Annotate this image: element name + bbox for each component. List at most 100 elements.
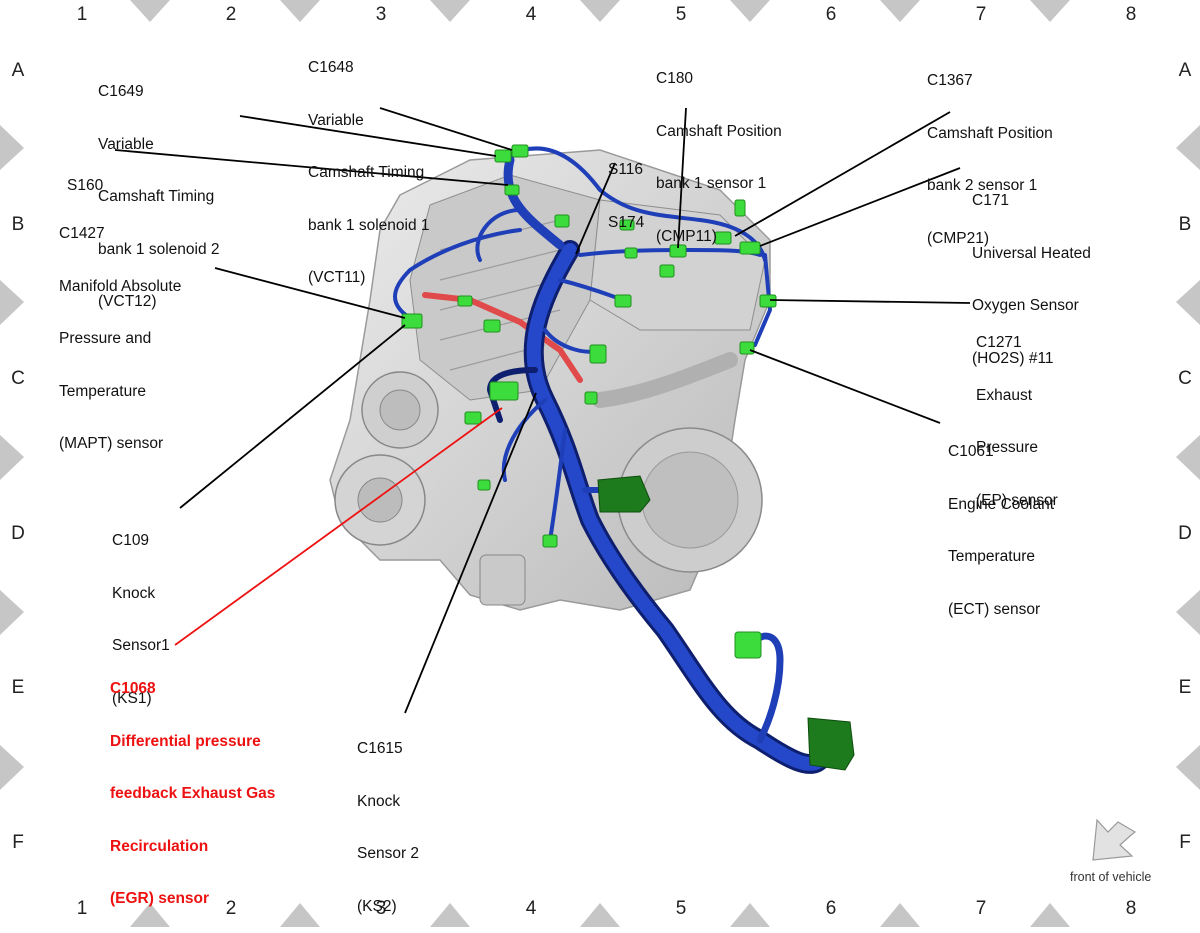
label-line: Temperature: [59, 382, 147, 400]
grid-col-top-8: 8: [1125, 4, 1137, 25]
label-line: C1648: [308, 59, 354, 76]
label-line: C1061: [948, 443, 994, 460]
grid-row-left-d: D: [11, 523, 25, 544]
grid-col-bottom-6: 6: [825, 898, 837, 919]
label-line: Temperature: [948, 548, 1036, 565]
label-line: (KS2): [357, 897, 397, 915]
label-line: C1271: [976, 334, 1022, 351]
egr-pipe: [422, 292, 583, 383]
label-line: S116: [608, 161, 644, 178]
label-line: Camshaft Timing: [308, 164, 425, 181]
leader-line-egr: [174, 407, 503, 646]
grid-col-top-7: 7: [975, 4, 987, 25]
label-line: feedback Exhaust Gas: [110, 785, 276, 802]
label-c1648: C1648 Variable Camshaft Timing bank 1 so…: [308, 24, 430, 304]
grid-row-left-f: F: [12, 832, 24, 853]
label-line: S174: [608, 213, 645, 231]
label-line: C109: [112, 532, 150, 549]
grid-row-right-f: F: [1179, 832, 1191, 853]
grid-row-right-e: E: [1178, 677, 1192, 698]
label-line: bank 2 sensor 1: [927, 177, 1038, 194]
label-line: (EP) sensor: [976, 491, 1058, 509]
grid-col-bottom-8: 8: [1125, 898, 1137, 919]
grid-col-bottom-7: 7: [975, 898, 987, 919]
grid-col-bottom-4: 4: [525, 898, 537, 919]
label-line: Recirculation: [110, 837, 209, 855]
label-line: C1649: [98, 83, 144, 100]
label-line: C1615: [357, 740, 403, 757]
label-c1068: C1068 Differential pressure feedback Exh…: [110, 645, 275, 925]
label-line: Knock: [112, 584, 156, 602]
label-line: (CMP21): [927, 229, 990, 247]
label-line: (CMP11): [656, 227, 717, 245]
grid-col-top-1: 1: [76, 4, 88, 25]
label-line: Variable: [98, 135, 154, 153]
large-connectors: [597, 475, 855, 771]
label-c109: C109 Knock Sensor1 (KS1): [112, 497, 170, 725]
label-c1427: C1427 Manifold Absolute Pressure and Tem…: [59, 190, 181, 470]
grid-row-right-a: A: [1178, 60, 1192, 81]
grid-row-left-c: C: [11, 368, 25, 389]
label-line: Camshaft Position: [927, 124, 1053, 142]
label-line: (EGR) sensor: [110, 890, 210, 907]
label-c171: C171 Universal Heated Oxygen Sensor (HO2…: [972, 157, 1091, 385]
label-line: bank 1 solenoid 1: [308, 216, 430, 234]
label-line: Manifold Absolute: [59, 277, 182, 295]
grid-row-right-b: B: [1178, 214, 1192, 235]
label-line: bank 1 solenoid 2: [98, 240, 220, 258]
front-of-vehicle-arrow-icon: [1092, 818, 1137, 861]
label-line: Sensor 2: [357, 845, 420, 862]
label-line: Exhaust: [976, 386, 1033, 404]
label-line: (MAPT) sensor: [59, 435, 164, 452]
label-line: Pressure: [976, 439, 1039, 456]
label-line: Camshaft Position: [656, 122, 782, 140]
label-line: C1068: [110, 680, 156, 697]
grid-row-left-b: B: [11, 214, 25, 235]
label-line: C180: [656, 70, 694, 87]
grid-col-top-3: 3: [375, 4, 387, 25]
label-line: Pressure and: [59, 330, 152, 347]
grid-col-bottom-1: 1: [76, 898, 88, 919]
label-line: (VCT12): [98, 293, 157, 310]
label-line: (VCT11): [308, 269, 366, 286]
label-line: Camshaft Timing: [98, 188, 215, 205]
grid-col-top-5: 5: [675, 4, 687, 25]
label-line: Oxygen Sensor: [972, 297, 1079, 314]
label-line: Universal Heated: [972, 244, 1091, 262]
grid-col-top-2: 2: [225, 4, 237, 25]
grid-row-right-d: D: [1178, 523, 1192, 544]
label-line: S160: [67, 177, 104, 194]
label-line: Variable: [308, 111, 364, 129]
leader-lines: [114, 107, 971, 714]
grid-col-bottom-5: 5: [675, 898, 687, 919]
label-line: Sensor1: [112, 637, 170, 654]
label-line: (KS1): [112, 689, 152, 707]
label-line: Knock: [357, 792, 401, 810]
label-line: bank 1 sensor 1: [656, 175, 767, 192]
label-c1615: C1615 Knock Sensor 2 (KS2): [357, 705, 419, 933]
label-c1061: C1061 Engine Coolant Temperature (ECT) s…: [948, 408, 1054, 636]
connectors: [401, 144, 777, 659]
grid-col-bottom-3: 3: [375, 898, 387, 919]
grid-row-right-c: C: [1178, 368, 1192, 389]
label-line: C1367: [927, 72, 973, 89]
label-line: C1427: [59, 225, 105, 242]
label-s160: S160: [67, 142, 103, 212]
label-c1649: C1649 Variable Camshaft Timing bank 1 so…: [98, 48, 220, 328]
label-line: Engine Coolant: [948, 495, 1054, 513]
label-c1271: C1271 Exhaust Pressure (EP) sensor: [976, 299, 1058, 527]
label-c180: C180 Camshaft Position bank 1 sensor 1 (…: [656, 35, 782, 263]
label-s116-s174: S116 S174: [608, 126, 644, 249]
grid-row-left-a: A: [11, 60, 25, 81]
front-of-vehicle-label: front of vehicle: [1070, 870, 1152, 884]
label-line: (HO2S) #11: [972, 349, 1054, 367]
label-line: Differential pressure: [110, 732, 261, 750]
label-line: (ECT) sensor: [948, 600, 1041, 618]
grid-row-left-e: E: [11, 677, 25, 698]
engine-illustration: [329, 149, 771, 611]
wiring-harness: [393, 146, 830, 774]
label-c1367: C1367 Camshaft Position bank 2 sensor 1 …: [927, 37, 1053, 265]
grid-col-top-6: 6: [825, 4, 837, 25]
